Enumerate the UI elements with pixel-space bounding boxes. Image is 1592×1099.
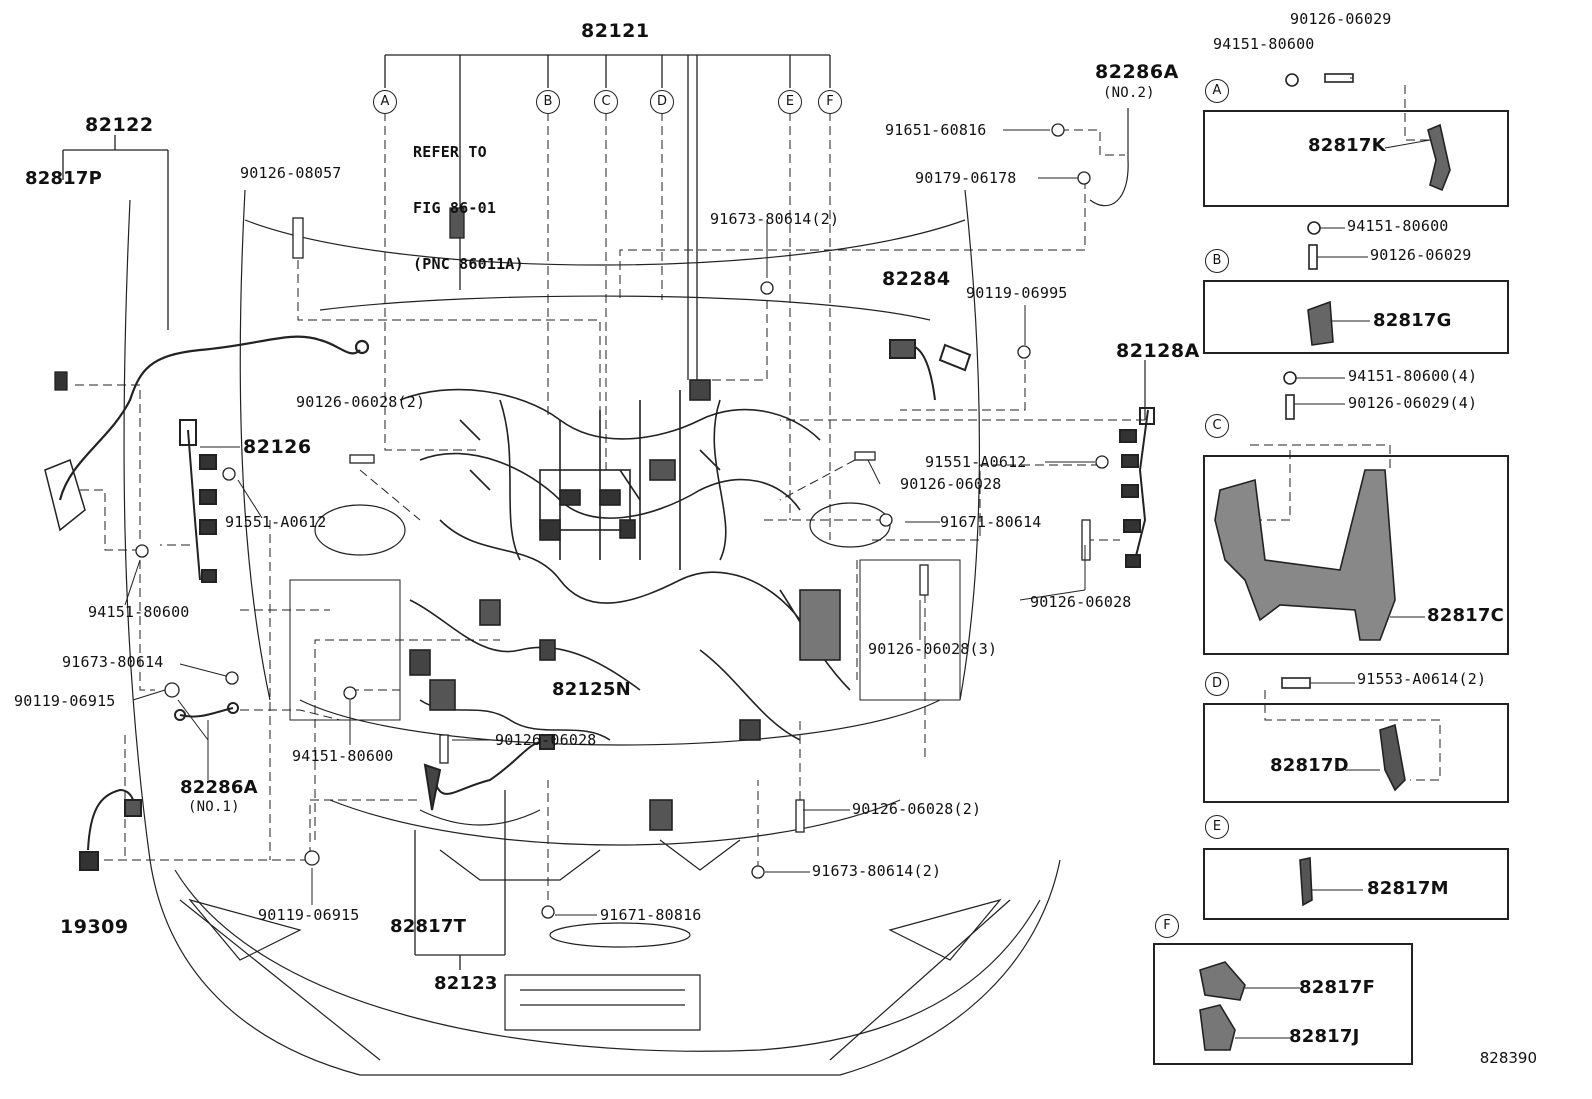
wire-82122-drawing <box>44 335 370 532</box>
panel-a-part-82817k: 82817K <box>1308 135 1386 156</box>
panel-a-nut-94151-80600: 94151-80600 <box>1213 35 1315 53</box>
callout-91671-80614: 91671-80614 <box>940 513 1042 531</box>
panel-d-bolt-91553-a0614-2: 91553-A0614(2) <box>1357 670 1487 688</box>
letter-marker-a: A <box>373 90 397 114</box>
callout-90119-06915-left: 90119-06915 <box>14 692 116 710</box>
letter-marker-e: E <box>778 90 802 114</box>
callout-leaders <box>124 129 1095 916</box>
detail-panel-a <box>1203 110 1509 207</box>
panel-e-part-82817m: 82817M <box>1367 878 1449 899</box>
detail-panel-f <box>1153 943 1413 1065</box>
callout-90126-06028-mid: 90126-06028 <box>900 475 1002 493</box>
callout-91651-60816: 91651-60816 <box>885 121 987 139</box>
panel-letter-c: C <box>1205 414 1229 438</box>
panel-d-part-82817d: 82817D <box>1270 755 1349 776</box>
callout-91673-80614-left: 91673-80614 <box>62 653 164 671</box>
callout-91673-80614-2-top: 91673-80614(2) <box>710 210 840 228</box>
note-no2: (NO.2) <box>1103 85 1155 101</box>
callout-91551-a0612-right: 91551-A0612 <box>925 453 1027 471</box>
panel-letter-d: D <box>1205 672 1229 696</box>
refer-note-line-3: (PNC 86011A) <box>413 255 524 273</box>
panel-f-part-82817f: 82817F <box>1299 977 1376 998</box>
detail-panel-b <box>1203 280 1509 354</box>
callout-94151-80600-left: 94151-80600 <box>88 603 190 621</box>
callout-90126-06028-2-bottom: 90126-06028(2) <box>852 800 982 818</box>
label-82817t: 82817T <box>390 916 467 937</box>
label-82817p: 82817P <box>25 168 103 189</box>
callout-91673-80614-2-bottom: 91673-80614(2) <box>812 862 942 880</box>
detail-panel-d <box>1203 703 1509 803</box>
callout-90179-06178: 90179-06178 <box>915 169 1017 187</box>
panel-c-part-82817c: 82817C <box>1427 605 1505 626</box>
label-19309: 19309 <box>60 916 129 938</box>
callout-90126-06028-center: 90126-06028 <box>495 731 597 749</box>
callout-90126-06028-3: 90126-06028(3) <box>868 640 998 658</box>
note-no1: (NO.1) <box>188 799 240 815</box>
bracket-82286a-top <box>1089 108 1146 420</box>
refer-note: REFER TO FIG 86-01 (PNC 86011A) <box>413 105 524 293</box>
callout-91671-80816: 91671-80816 <box>600 906 702 924</box>
label-82286a-no1: 82286A <box>180 777 258 798</box>
callout-90126-08057: 90126-08057 <box>240 164 342 182</box>
panel-leaders <box>1235 77 1431 1039</box>
harness-cluster <box>399 379 851 831</box>
panel-f-part-82817j: 82817J <box>1289 1026 1360 1047</box>
wire-82284-drawing <box>889 339 972 401</box>
label-82125n: 82125N <box>552 679 631 700</box>
callout-91551-a0612-left: 91551-A0612 <box>225 513 327 531</box>
label-82121: 82121 <box>581 20 650 42</box>
vehicle-body-outline <box>123 189 1061 1076</box>
detail-drawings <box>1199 73 1451 1051</box>
callout-90119-06915-bottom: 90119-06915 <box>258 906 360 924</box>
label-82122: 82122 <box>85 114 154 136</box>
detail-panel-e <box>1203 848 1509 920</box>
panel-b-bolt-90126-06029: 90126-06029 <box>1370 246 1472 264</box>
callout-94151-80600-center: 94151-80600 <box>292 747 394 765</box>
letter-marker-c: C <box>594 90 618 114</box>
panel-letter-e: E <box>1205 815 1229 839</box>
panel-b-part-82817g: 82817G <box>1373 310 1452 331</box>
figure-code: 828390 <box>1479 1049 1537 1067</box>
label-82126: 82126 <box>243 436 312 458</box>
panel-letter-a: A <box>1205 79 1229 103</box>
wire-82123-drawing <box>423 734 555 811</box>
wire-82286a-left-drawing <box>174 702 239 721</box>
wire-82126-drawing <box>179 419 217 583</box>
bracket-82122 <box>62 135 169 330</box>
label-82128a: 82128A <box>1116 340 1200 362</box>
panel-letter-f: F <box>1155 914 1179 938</box>
letter-marker-f: F <box>818 90 842 114</box>
fastener-glyphs <box>54 123 1109 919</box>
panel-letter-b: B <box>1205 249 1229 273</box>
letter-marker-b: B <box>536 90 560 114</box>
label-82286a-no2: 82286A <box>1095 61 1179 83</box>
callout-90119-06995: 90119-06995 <box>966 284 1068 302</box>
refer-note-line-1: REFER TO <box>413 142 487 161</box>
sensor-19309-drawing <box>79 788 142 871</box>
detail-panel-c <box>1203 455 1509 655</box>
letter-marker-d: D <box>650 90 674 114</box>
callout-90126-06028-far-right: 90126-06028 <box>1030 593 1132 611</box>
panel-c-bolt-90126-06029-4: 90126-06029(4) <box>1348 394 1478 412</box>
label-82123: 82123 <box>434 973 498 994</box>
panel-c-nut-94151-80600-4: 94151-80600(4) <box>1348 367 1478 385</box>
dashed-leaders <box>75 85 1441 900</box>
wire-82128a-drawing <box>1119 407 1155 568</box>
bracket-82121 <box>384 54 831 380</box>
panel-a-bolt-90126-06029: 90126-06029 <box>1290 10 1392 28</box>
label-82284: 82284 <box>882 268 951 290</box>
refer-note-line-2: FIG 86-01 <box>413 198 497 217</box>
bracket-82123 <box>414 790 506 970</box>
panel-b-nut-94151-80600: 94151-80600 <box>1347 217 1449 235</box>
callout-90126-06028-2-top: 90126-06028(2) <box>296 393 426 411</box>
